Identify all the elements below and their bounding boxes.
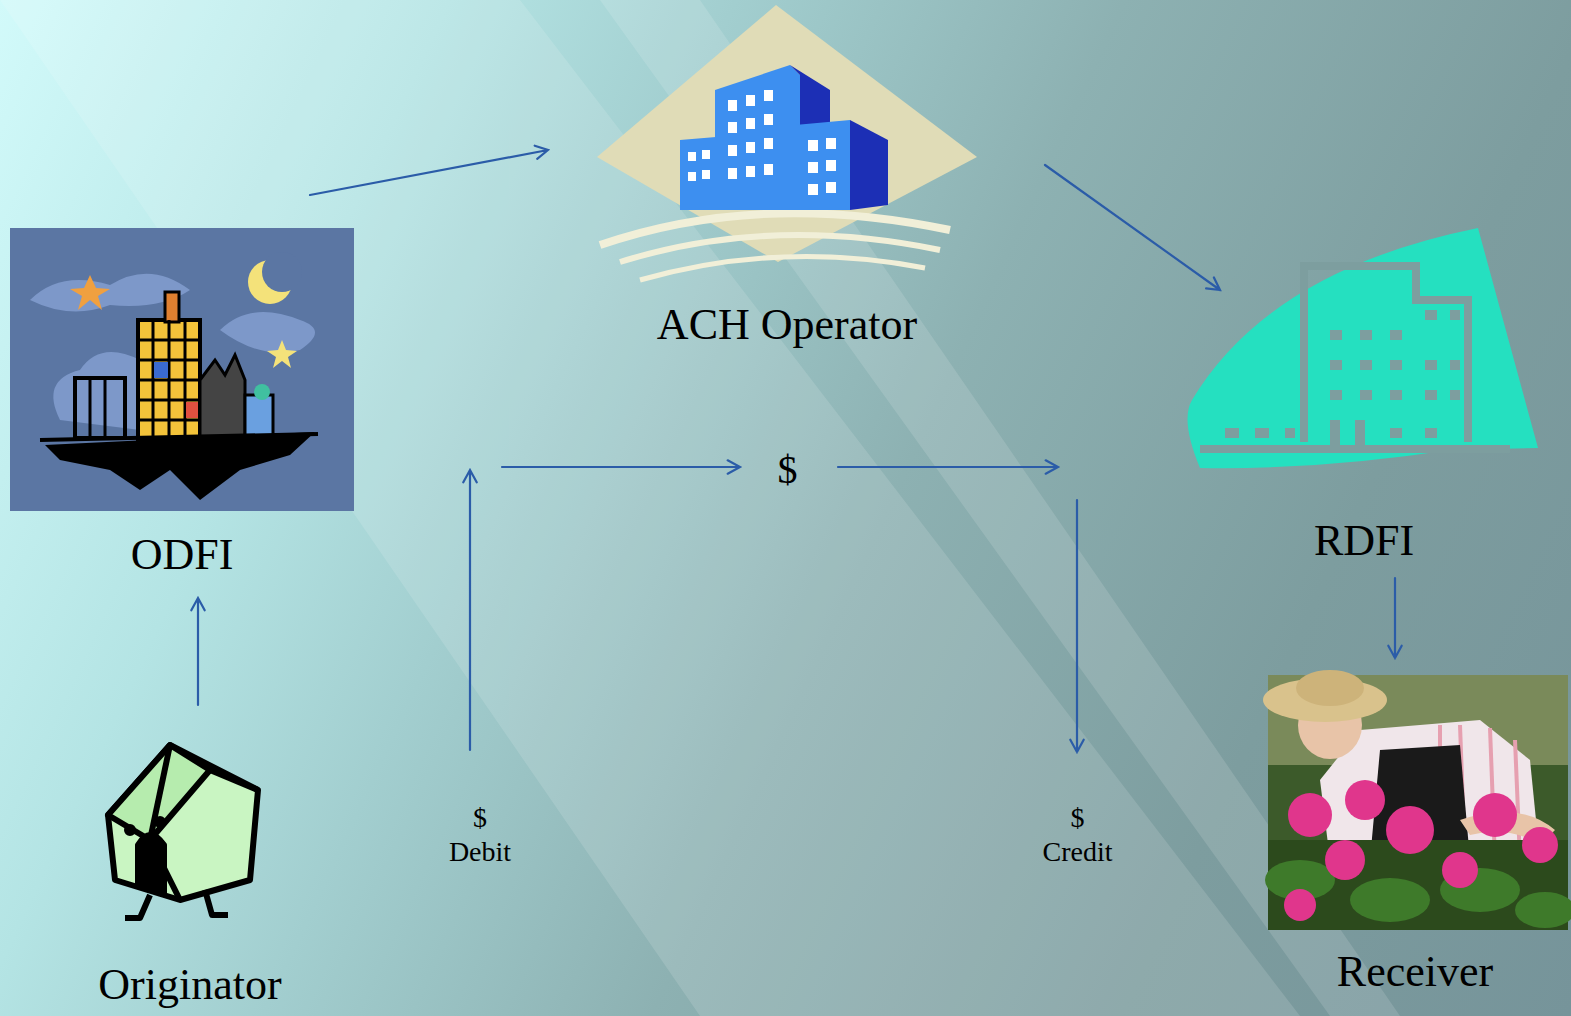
funds-node: $ [760,445,815,495]
debit-node: $ Debit [430,795,530,875]
receiver-node: Receiver [1262,675,1568,997]
flow-arrow [310,146,548,195]
rdfi-node: RDFI [1188,228,1540,566]
originator-node: Originator [70,740,310,1010]
rdfi-building-picture [1188,228,1539,468]
node-label: $ Credit [1043,801,1113,869]
node-label: RDFI [1314,516,1414,566]
odfi-node: ODFI [10,228,354,580]
node-label: Receiver [1337,947,1493,997]
odfi-city-picture [10,228,354,511]
flow-arrow [1388,578,1401,658]
flow-arrow [463,460,740,750]
ach-building-picture [597,5,977,280]
receiver-gardener-photo [1263,670,1571,930]
flow-arrow [191,598,204,705]
flow-arrow [838,460,1084,752]
node-label: $ [778,448,798,492]
flow-arrow [1045,165,1220,290]
ach-operator-node: ACH Operator [597,5,977,350]
node-label: ODFI [131,530,234,580]
credit-node: $ Credit [1025,795,1130,875]
node-label: $ Debit [449,801,511,869]
node-label: ACH Operator [657,300,917,350]
originator-doghouse [108,745,258,918]
node-label: Originator [98,960,281,1010]
light-streaks [0,0,1400,1016]
